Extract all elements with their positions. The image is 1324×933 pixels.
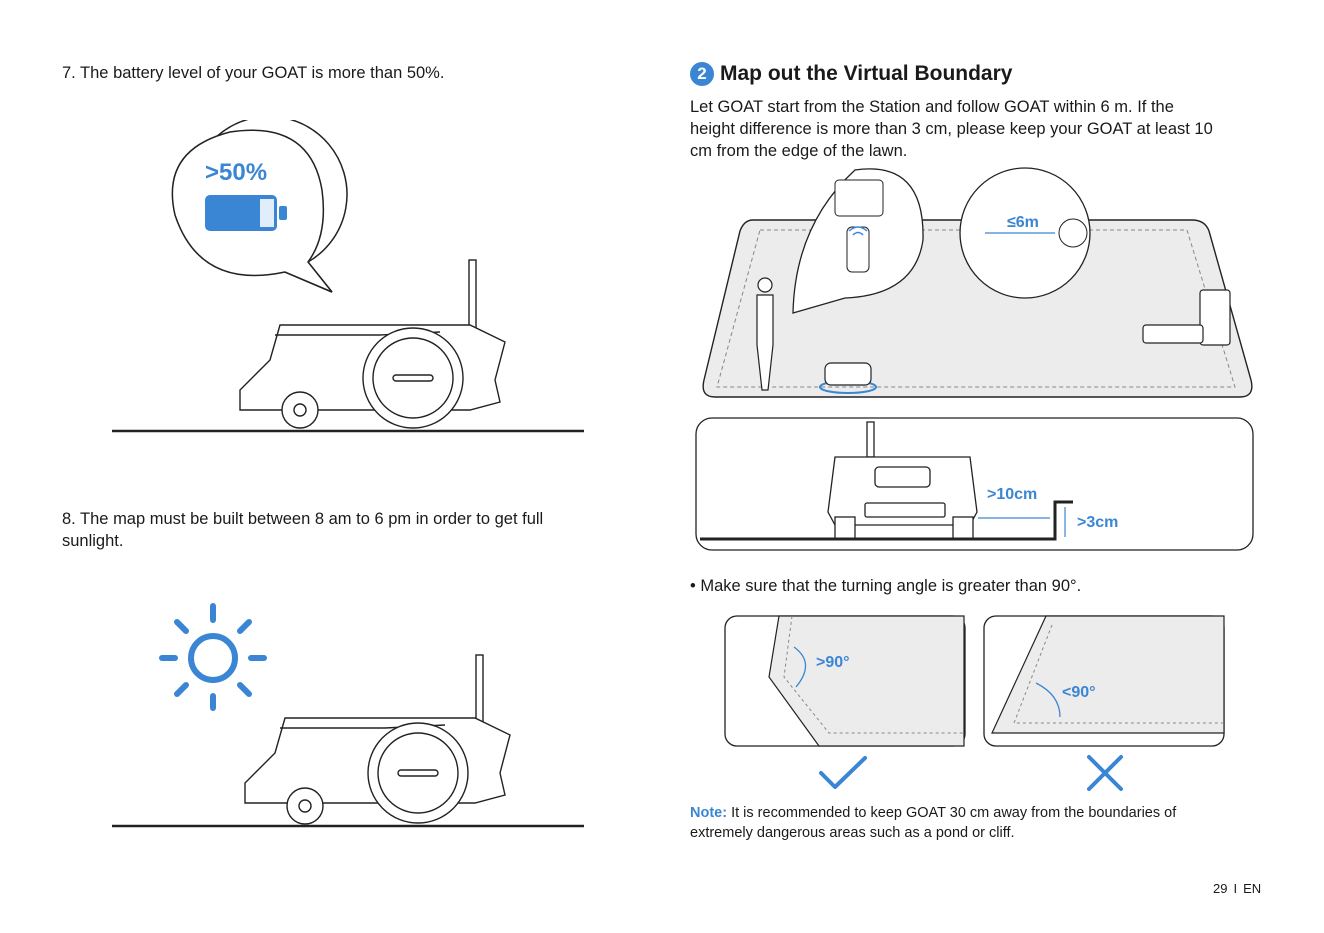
charging-station — [1142, 289, 1231, 346]
battery-percent-label: >50% — [205, 159, 267, 186]
para-line3: cm from the edge of the lawn. — [690, 142, 908, 160]
page-footer: 29 I EN — [1213, 881, 1261, 896]
detail-circle-distance — [959, 167, 1091, 299]
mower-front-view — [827, 421, 978, 540]
language-code: EN — [1243, 881, 1262, 896]
item-7-text: 7. The battery level of your GOAT is mor… — [62, 64, 445, 82]
mower-drawing-1 — [239, 259, 506, 429]
distance-label: ≤6m — [1007, 214, 1039, 231]
mower-on-lawn — [819, 362, 877, 394]
check-icon — [819, 756, 867, 789]
section-heading: Map out the Virtual Boundary — [720, 62, 1013, 85]
angle-ok-panel — [724, 615, 966, 747]
step-number-badge: 2 — [690, 62, 714, 86]
angle-panels: >90° <90° — [724, 615, 1225, 747]
angle-bad-label: <90° — [1062, 684, 1096, 701]
sun-mower-illustration — [112, 603, 584, 828]
cross-icon — [1087, 755, 1123, 791]
sun-icon — [159, 603, 267, 711]
para-line1: Let GOAT start from the Station and foll… — [690, 98, 1174, 116]
person-figure — [756, 277, 774, 391]
wifi-icon — [848, 226, 868, 236]
edge-height-illustration: >10cm >3cm — [695, 417, 1254, 551]
para-line2: height difference is more than 3 cm, ple… — [690, 120, 1213, 138]
item-8-text-line1: 8. The map must be built between 8 am to… — [62, 510, 544, 528]
edge-gap-label: >10cm — [987, 486, 1037, 503]
battery-icon — [205, 195, 287, 231]
footer-separator: I — [1233, 881, 1238, 896]
angle-ok-label: >90° — [816, 654, 850, 671]
mower-drawing-2 — [244, 654, 511, 825]
note-line1: Note: It is recommended to keep GOAT 30 … — [690, 803, 1176, 823]
turning-angle-bullet: • Make sure that the turning angle is gr… — [690, 577, 1082, 595]
angle-bad-panel — [983, 615, 1225, 747]
virtual-boundary — [716, 229, 1236, 388]
height-label: >3cm — [1077, 514, 1118, 531]
lawn-map-illustration: ≤6m — [702, 167, 1253, 398]
note-line2: extremely dangerous areas such as a pond… — [690, 825, 1015, 841]
note-label: Note: — [690, 805, 728, 821]
page-number: 29 — [1213, 881, 1228, 896]
item-8-text-line2: sunlight. — [62, 532, 124, 550]
note-text-1: It is recommended to keep GOAT 30 cm awa… — [727, 805, 1177, 821]
ground-step — [700, 500, 1073, 541]
detail-circle-remote — [792, 168, 924, 314]
battery-mower-illustration: >50% — [112, 120, 584, 433]
